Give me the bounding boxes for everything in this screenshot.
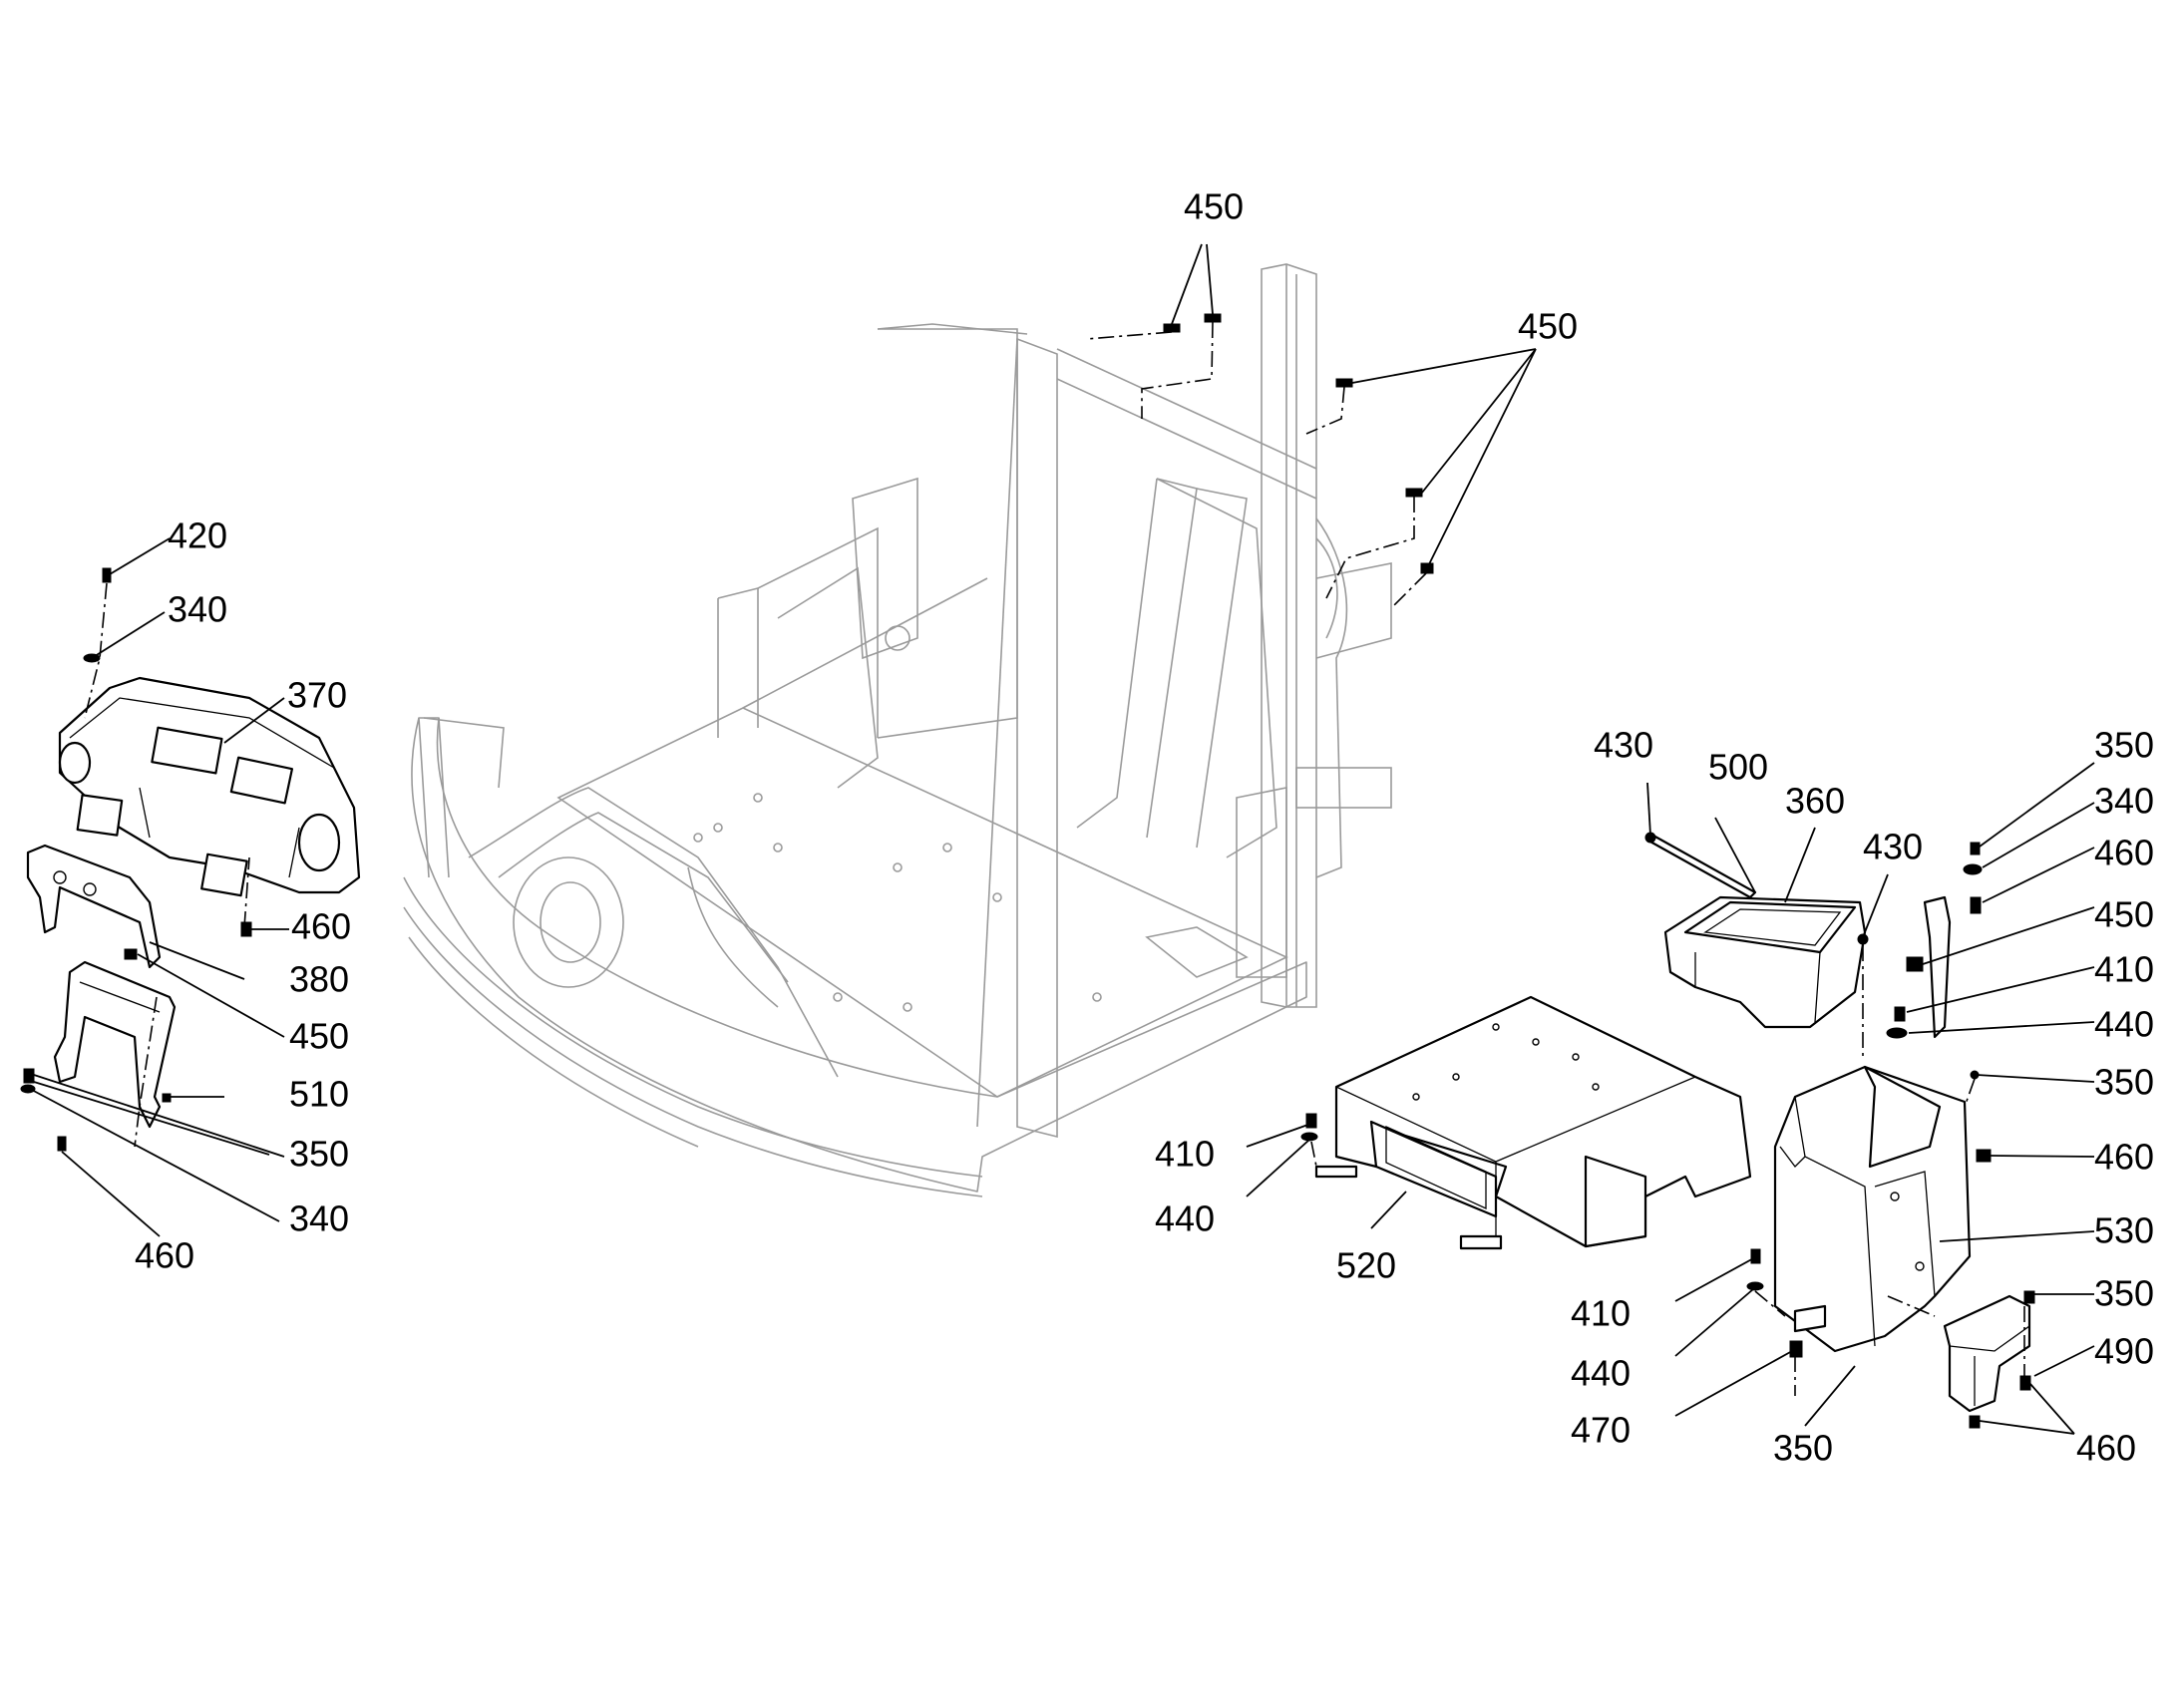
callout-labels: 450 450 420 340 370 460 380 450 510 350 …	[135, 186, 2154, 1469]
callout-380: 380	[289, 959, 349, 1000]
callout-350-right-top: 350	[2094, 725, 2154, 766]
callout-460-left-upper: 460	[291, 906, 351, 947]
callout-340-left-bottom: 340	[289, 1198, 349, 1239]
callout-500: 500	[1708, 747, 1768, 788]
panel-510	[53, 960, 177, 1129]
callout-350-right-mid: 350	[2094, 1062, 2154, 1103]
console-cover-360	[1663, 895, 1867, 1029]
callout-450-top: 450	[1184, 186, 1244, 227]
bracket-380	[26, 844, 162, 969]
callout-440-lower: 440	[1571, 1353, 1631, 1394]
callout-520: 520	[1336, 1245, 1396, 1286]
callout-450-left: 450	[289, 1016, 349, 1057]
rod-500	[1646, 834, 1757, 899]
callout-450-upper-right: 450	[1518, 306, 1578, 347]
callout-340-left-top: 340	[168, 589, 227, 630]
callout-440-right-top: 440	[2094, 1004, 2154, 1045]
callout-430-left: 430	[1594, 725, 1653, 766]
callout-460-right-top: 460	[2094, 833, 2154, 873]
callout-370: 370	[287, 675, 347, 716]
callout-350-bottom: 350	[1773, 1428, 1833, 1469]
console-housing-530	[1773, 1065, 1972, 1353]
assembly-lines	[84, 321, 2025, 1396]
callout-360: 360	[1785, 781, 1845, 822]
bracket-upper-right	[1923, 895, 1952, 1039]
callout-430-right: 430	[1863, 827, 1923, 867]
bracket-490	[1943, 1294, 2031, 1413]
callout-460-left-bottom: 460	[135, 1235, 194, 1276]
callout-470: 470	[1571, 1410, 1631, 1451]
callout-350-left: 350	[289, 1134, 349, 1175]
leader-lines	[29, 243, 2095, 1435]
callout-410-lower: 410	[1571, 1293, 1631, 1334]
cab-frame	[403, 263, 1392, 1197]
callout-350-right-lower: 350	[2094, 1273, 2154, 1314]
callout-410-right-top: 410	[2094, 949, 2154, 990]
callout-440-center: 440	[1155, 1198, 1215, 1239]
dash-panel-370	[58, 676, 361, 897]
callout-530: 530	[2094, 1210, 2154, 1251]
callout-460-right-mid: 460	[2094, 1137, 2154, 1178]
callout-450-right: 450	[2094, 894, 2154, 935]
callout-490: 490	[2094, 1331, 2154, 1372]
callout-460-bottom: 460	[2076, 1428, 2136, 1469]
base-plate-520	[1314, 995, 1752, 1250]
callout-340-right: 340	[2094, 781, 2154, 822]
callout-410-center: 410	[1155, 1134, 1215, 1175]
callout-510: 510	[289, 1074, 349, 1115]
callout-420: 420	[168, 515, 227, 556]
